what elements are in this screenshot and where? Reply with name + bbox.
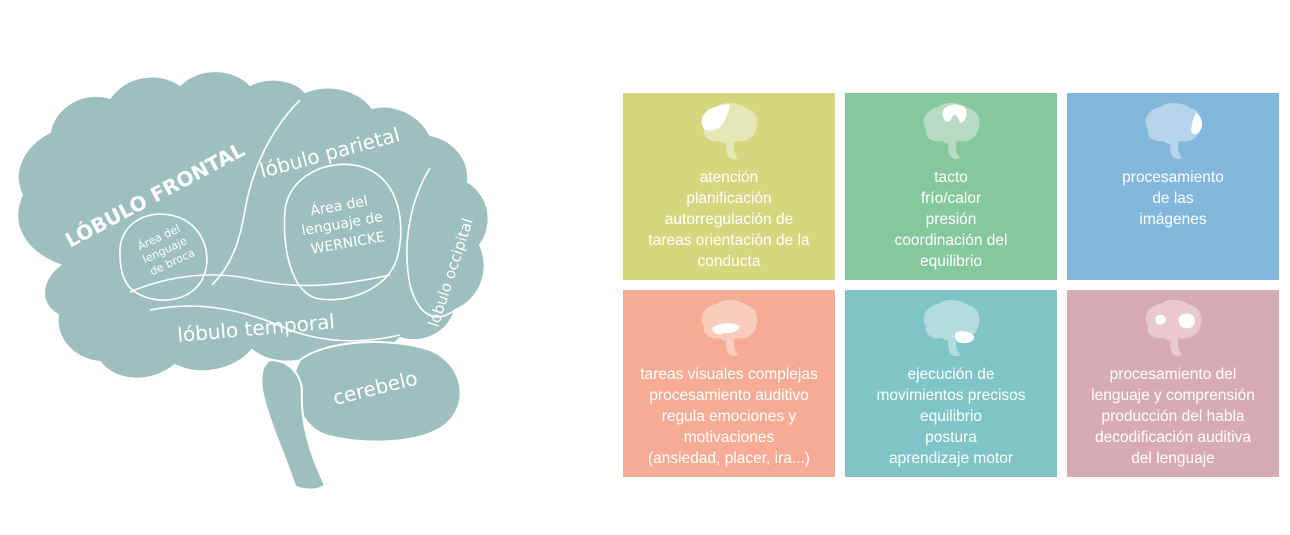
icon-brain-stem [726, 140, 738, 160]
card-line: autorregulación de [664, 211, 794, 228]
card-line: tareas orientación de la [648, 232, 810, 249]
icon-highlighted-region [954, 331, 974, 344]
card-parietal-text: tacto frío/calor presión coordinación de… [851, 167, 1051, 272]
card-language: procesamiento del lenguaje y comprensión… [1067, 290, 1279, 477]
card-occipital-text: procesamiento de las imágenes [1073, 167, 1273, 230]
card-line: ejecución de [907, 366, 995, 383]
card-cerebellum-text: ejecución de movimientos precisos equili… [851, 364, 1051, 469]
card-line: presión [925, 211, 977, 228]
card-temporal-text: tareas visuales complejas procesamiento … [629, 364, 829, 469]
brain-diagram: LÓBULO FRONTAL lóbulo parietal Área del … [16, 70, 490, 491]
brainstem-shape [260, 358, 327, 491]
brain-cerebellum-icon [923, 299, 980, 357]
icon-highlighted-region [1155, 313, 1196, 329]
card-line: coordinación del [894, 232, 1008, 249]
card-temporal: tareas visuales complejas procesamiento … [623, 290, 835, 477]
brain-frontal-icon [701, 102, 758, 160]
icon-brain-body [701, 299, 758, 341]
label-broca-area: Área del lenguaje de broca [135, 220, 198, 279]
card-line: decodificación auditiva [1095, 429, 1251, 446]
brain-parietal-icon [923, 102, 980, 160]
card-line: producción del habla [1101, 408, 1245, 425]
card-line: aprendizaje motor [888, 450, 1014, 467]
icon-brain-stem [948, 140, 960, 160]
broca-area-outline [119, 213, 208, 301]
card-line: tacto [934, 169, 968, 186]
card-line: procesamiento [1122, 169, 1224, 186]
card-line: atención [699, 169, 759, 186]
icon-brain-stem [948, 337, 960, 357]
card-line: imágenes [1139, 211, 1207, 228]
icon-highlighted-region [1191, 113, 1203, 134]
card-cerebellum: ejecución de movimientos precisos equili… [845, 290, 1057, 477]
central-sulcus [211, 99, 301, 286]
card-line: tareas visuales complejas [640, 366, 818, 383]
brain-temporal-icon [701, 299, 758, 357]
card-line: conducta [697, 253, 761, 270]
icon-brain-stem [1170, 140, 1182, 160]
icon-brain-body [923, 299, 980, 341]
card-parietal: tacto frío/calor presión coordinación de… [845, 93, 1057, 280]
card-line: (ansiedad, placer, ira...) [648, 450, 810, 467]
icon-highlighted-region [712, 323, 740, 335]
brain-functions-grid: atención planificación autorregulación d… [623, 93, 1279, 477]
card-occipital: procesamiento de las imágenes [1067, 93, 1279, 280]
card-language-text: procesamiento del lenguaje y comprensión… [1073, 364, 1273, 469]
card-line: lenguaje y comprensión [1091, 387, 1255, 404]
card-line: regula emociones y [661, 408, 797, 425]
icon-highlighted-region [942, 104, 967, 123]
icon-highlighted-region [701, 104, 730, 131]
card-line: equilibrio [919, 408, 983, 425]
brain-shape: LÓBULO FRONTAL lóbulo parietal Área del … [16, 70, 490, 491]
icon-brain-body [1145, 102, 1202, 144]
card-line: motivaciones [683, 429, 775, 446]
card-line: procesamiento auditivo [649, 387, 809, 404]
icon-brain-stem [1170, 337, 1182, 357]
card-line: del lenguaje [1131, 450, 1215, 467]
temporal-boundary [149, 305, 401, 342]
brain-occipital-icon [1145, 102, 1203, 160]
card-line: procesamiento del [1109, 366, 1237, 383]
card-frontal: atención planificación autorregulación d… [623, 93, 835, 280]
cerebellum-shape [292, 340, 462, 443]
occipital-boundary [406, 167, 456, 318]
sylvian-fissure [129, 274, 391, 293]
card-line: equilibrio [919, 253, 983, 270]
card-frontal-text: atención planificación autorregulación d… [629, 167, 829, 272]
brain-language-areas-icon [1145, 299, 1202, 357]
card-line: postura [925, 429, 977, 446]
cerebrum-outline [16, 70, 490, 380]
icon-brain-body [1145, 299, 1202, 341]
card-line: movimientos precisos [876, 387, 1026, 404]
card-line: de las [1152, 190, 1194, 207]
icon-brain-stem [726, 337, 738, 357]
wernicke-area-outline [283, 163, 402, 301]
card-line: frío/calor [920, 190, 982, 207]
card-line: planificación [686, 190, 772, 207]
